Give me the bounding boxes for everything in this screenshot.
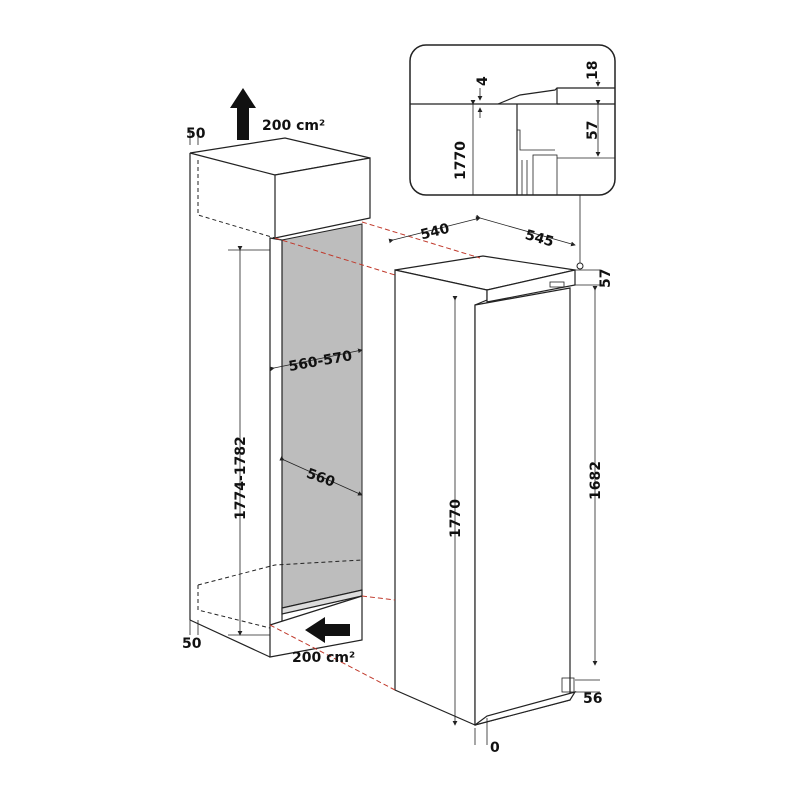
door-height-label: 1682 [588,461,604,500]
bottom-clearance-label: 0 [490,740,500,756]
appliance-door [474,287,571,726]
top-vent-area-label: 200 cm² [262,118,325,134]
cabinet [189,137,371,658]
top-box-front [274,157,371,239]
niche-interior [281,223,363,609]
detail-inset: 4 18 57 1770 [409,44,616,270]
appliance-height-label: 1770 [448,499,464,538]
bottom-offset-label: 56 [583,691,602,707]
bottom-vent-area-label: 200 cm² [292,650,355,666]
inset-panel-thickness-label: 18 [585,61,601,80]
air-inlet-arrow-icon [305,617,350,643]
bottom-gap-label: 50 [182,636,202,652]
inset-hinge-offset-label: 57 [585,121,601,140]
alignment-lines [269,221,481,691]
inset-height-label: 1770 [453,141,469,180]
appliance-width-label: 540 [419,221,451,244]
inset-gap-label: 4 [475,76,491,86]
appliance [394,255,577,726]
top-gap-label: 50 [186,126,206,142]
dimension-lines [189,130,600,745]
appliance-depth-label: 545 [523,227,556,250]
air-outlet-arrow-icon [230,88,256,140]
top-offset-label: 57 [598,269,614,288]
niche-height-label: 1774-1782 [233,436,249,520]
